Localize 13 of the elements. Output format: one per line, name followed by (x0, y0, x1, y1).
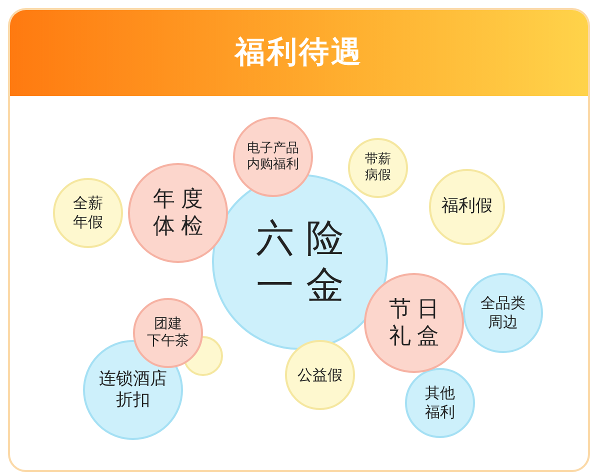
title: 福利待遇 (233, 34, 364, 72)
bubble-label: 全薪年假 (73, 194, 103, 232)
bubble-label: 团建下午茶 (147, 316, 189, 350)
bubble-label: 电子产品内购福利 (247, 140, 299, 174)
bubble-label: 年度体检 (153, 186, 209, 240)
bubble-label: 全品类周边 (480, 294, 526, 332)
bubble-label: 公益假 (298, 366, 342, 384)
bubble-label: 六险一金 (256, 214, 356, 309)
bubble-label: 其他福利 (425, 384, 455, 422)
bubble-label: 福利假 (442, 196, 492, 218)
bubble-label: 节日礼盒 (389, 296, 445, 350)
bubble-label: 连锁酒店折扣 (99, 368, 167, 412)
bubble-label: 带薪病假 (365, 152, 391, 184)
